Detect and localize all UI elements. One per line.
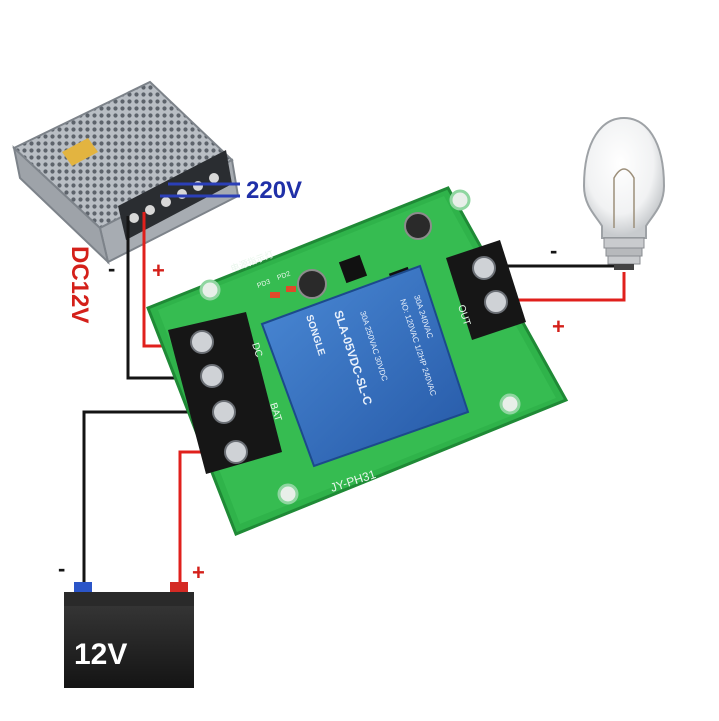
lamp-minus-label: - [550, 238, 557, 263]
battery-voltage-label: 12V [74, 638, 127, 671]
capacitors [297, 212, 432, 299]
bulb-base [603, 237, 645, 270]
led-label-1: PD3 [256, 279, 271, 290]
battery-minus-label: - [58, 556, 65, 581]
mains-wires [160, 182, 240, 198]
relay: SONGLE SLA-05VDC-SL-C 30A 250VAC 30VDC N… [260, 264, 470, 468]
battery [64, 582, 194, 688]
output-terminal-screws [472, 256, 508, 314]
supply-plus-label: + [152, 258, 165, 283]
power-supply [12, 80, 240, 266]
input-terminal-screws [190, 330, 248, 464]
mains-voltage-label: 220V [246, 177, 302, 204]
mounting-holes [199, 189, 521, 505]
input-terminal-block [168, 312, 282, 474]
terminal-label-dc: DC [249, 342, 264, 359]
relay-board: PD3 PD2 电源指示灯 DC BAT OUT JY-PH31 SONGLE … [146, 186, 569, 536]
power-supply-terminals [129, 173, 219, 223]
battery-plus-label: + [192, 560, 205, 585]
indicator-leds: PD3 PD2 [256, 271, 296, 298]
output-terminal-block [446, 240, 526, 340]
led-label-2: PD2 [276, 271, 291, 282]
dc-output-label: DC12V [66, 246, 93, 323]
supply-minus-label: - [108, 256, 115, 281]
lamp-plus-label: + [552, 314, 565, 339]
ic-chip [338, 254, 368, 284]
light-bulb [582, 116, 666, 270]
